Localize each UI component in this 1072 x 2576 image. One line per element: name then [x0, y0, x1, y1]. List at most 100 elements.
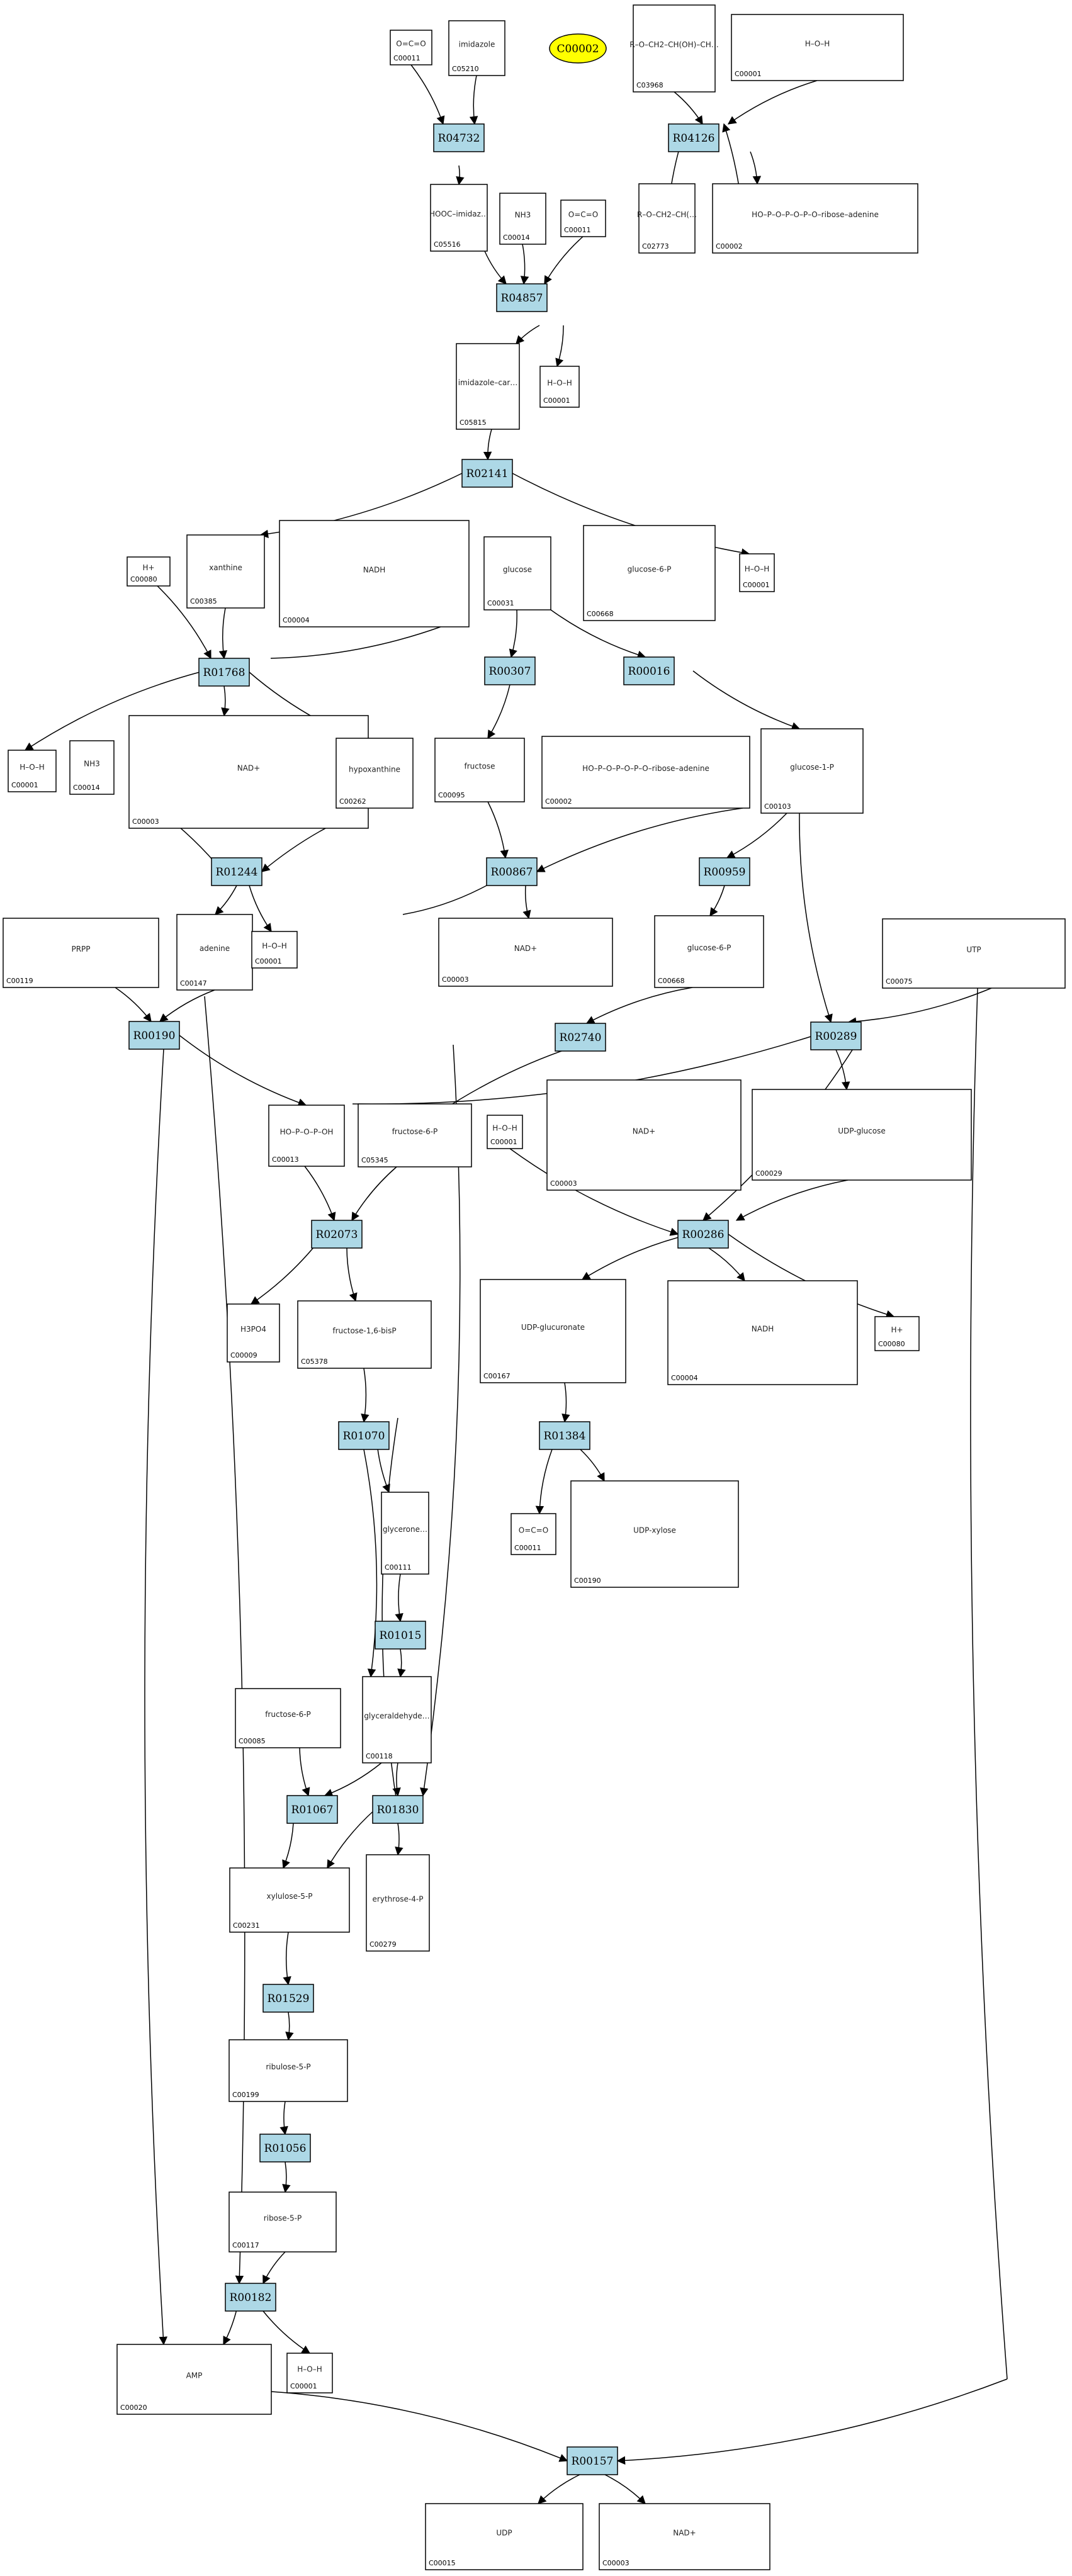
reaction-node[interactable]: R00190 [128, 1021, 180, 1050]
reaction-node[interactable]: R00286 [677, 1220, 729, 1249]
compound-box [3, 918, 159, 988]
reaction-box [198, 658, 250, 687]
compound-structure: ribulose-5-P [266, 2062, 310, 2071]
reaction-node[interactable]: R02740 [555, 1023, 606, 1052]
reaction-node[interactable]: R00182 [225, 2283, 276, 2312]
compound-node[interactable]: NAD+C00003 [599, 2503, 770, 2570]
compound-structure: NAD+ [237, 764, 260, 773]
reaction-node[interactable]: R04857 [496, 283, 548, 312]
compound-node[interactable]: NAD+C00003 [546, 1079, 742, 1191]
compound-node[interactable]: glycerone…C00111 [381, 1492, 429, 1575]
compound-node[interactable]: R–O–CH2–CH(OH)–CH…C03968 [629, 4, 719, 93]
compound-box [633, 4, 716, 93]
compound-box [235, 1688, 341, 1748]
reaction-node[interactable]: R00157 [567, 2446, 618, 2475]
reaction-node[interactable]: R01529 [262, 1984, 314, 2013]
reaction-box [484, 656, 536, 685]
compound-node[interactable]: R–O–CH2–CH(…C02773 [637, 183, 697, 254]
compound-box [638, 183, 696, 254]
compound-id: C00011 [514, 1544, 541, 1552]
reaction-node[interactable]: R01015 [375, 1621, 426, 1650]
edge-arrow [535, 1449, 553, 1515]
compound-node[interactable]: H+C00080 [127, 556, 171, 587]
reaction-box [338, 1421, 390, 1450]
reaction-node[interactable]: R02141 [461, 459, 513, 488]
compound-node[interactable]: glyceraldehyde…C00118 [362, 1676, 432, 1763]
reaction-node[interactable]: R01067 [286, 1795, 338, 1824]
edge-arrow [157, 585, 212, 660]
edge-arrow [512, 473, 750, 557]
reaction-node[interactable]: R02073 [311, 1220, 363, 1249]
reaction-node[interactable]: R00307 [484, 656, 536, 685]
reaction-node[interactable]: R01056 [259, 2134, 311, 2163]
reaction-node[interactable]: R01244 [211, 857, 262, 886]
compound-box [480, 1279, 626, 1383]
reaction-node[interactable]: R00016 [623, 656, 675, 685]
reaction-node[interactable]: R04732 [433, 123, 485, 152]
compound-node[interactable]: H+C00080 [874, 1316, 920, 1351]
reaction-node[interactable]: R00867 [486, 857, 538, 886]
reaction-node[interactable]: R00959 [699, 857, 750, 886]
edge-arrow [561, 1382, 570, 1423]
reaction-node[interactable]: R01384 [539, 1421, 590, 1450]
reaction-node[interactable]: R01830 [372, 1795, 424, 1824]
reaction-node[interactable]: R01768 [198, 658, 250, 687]
compound-id: C00103 [764, 802, 791, 811]
edge-arrow [616, 2378, 1008, 2465]
compound-node[interactable]: HOOC–imidaz…C05516 [429, 184, 488, 252]
compound-structure: erythrose-4-P [373, 1895, 424, 1904]
isolated-node-label: C00002 [556, 43, 599, 55]
reaction-node[interactable]: R04126 [668, 123, 719, 152]
reaction-node[interactable]: R01070 [338, 1421, 390, 1450]
compound-node[interactable]: NAD+C00003 [438, 918, 613, 987]
edge-arrow [299, 1747, 310, 1797]
reaction-box [668, 123, 719, 152]
reaction-node[interactable]: R00289 [810, 1021, 862, 1050]
compound-structure: NAD+ [673, 2529, 696, 2538]
compound-node[interactable]: imidazole–car…C05815 [456, 343, 520, 430]
isolated-node-ellipse[interactable] [549, 33, 607, 64]
compound-node[interactable]: NAD+C00003 [128, 715, 369, 829]
